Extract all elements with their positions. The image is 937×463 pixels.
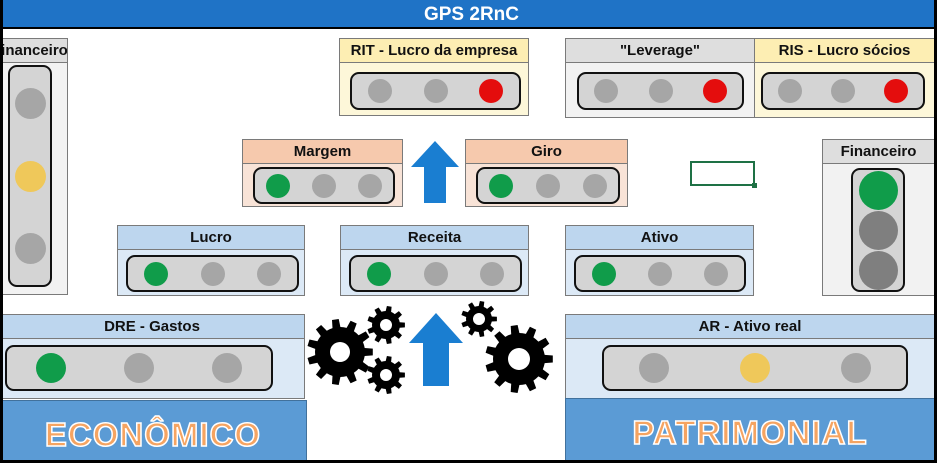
card-ativo: Ativo: [565, 225, 754, 296]
traffic-light: [8, 65, 52, 287]
status-light-green: [489, 174, 513, 198]
status-light-gray: [424, 262, 448, 286]
status-light-green: [266, 174, 290, 198]
gear-shape: [307, 319, 373, 385]
card-margem: Margem: [242, 139, 403, 207]
banner-economico: ECONÔMICO: [3, 400, 307, 460]
card-title: "Leverage": [566, 39, 754, 63]
status-light-amber: [740, 353, 770, 383]
card-ris: RIS - Lucro sócios: [754, 38, 934, 118]
traffic-light: [574, 255, 746, 292]
status-light-dark_gray: [859, 211, 898, 250]
gear-shape: [485, 325, 553, 393]
status-light-gray: [831, 79, 855, 103]
traffic-light: [5, 345, 273, 391]
status-light-gray: [424, 79, 448, 103]
status-light-green: [36, 353, 66, 383]
status-light-gray: [312, 174, 336, 198]
card-financeiro-left: Financeiro: [3, 38, 68, 295]
card-title: Margem: [243, 140, 402, 164]
status-light-gray: [639, 353, 669, 383]
traffic-light: [253, 167, 395, 204]
status-light-gray: [15, 88, 46, 119]
traffic-light: [851, 168, 905, 292]
status-light-gray: [649, 79, 673, 103]
status-light-green: [144, 262, 168, 286]
card-receita: Receita: [340, 225, 529, 296]
card-lucro: Lucro: [117, 225, 305, 296]
status-light-gray: [124, 353, 154, 383]
status-light-gray: [201, 262, 225, 286]
card-title: Lucro: [118, 226, 304, 250]
status-light-gray: [257, 262, 281, 286]
status-light-gray: [594, 79, 618, 103]
status-light-dark_gray: [859, 251, 898, 290]
status-light-green: [592, 262, 616, 286]
gear-shape: [461, 301, 497, 337]
gear-icon: [367, 356, 405, 394]
card-giro: Giro: [465, 139, 628, 207]
gear-icon: [367, 306, 405, 344]
status-light-red: [703, 79, 727, 103]
card-title: RIT - Lucro da empresa: [340, 39, 528, 63]
card-title: Giro: [466, 140, 627, 164]
page-title: GPS 2RnC: [3, 0, 934, 29]
status-light-gray: [648, 262, 672, 286]
status-light-gray: [368, 79, 392, 103]
card-title: Receita: [341, 226, 528, 250]
arrow-up-icon: [411, 141, 459, 203]
status-light-red: [884, 79, 908, 103]
status-light-gray: [15, 233, 46, 264]
banner-economico-label: ECONÔMICO: [44, 415, 262, 454]
card-rit: RIT - Lucro da empresa: [339, 38, 529, 116]
card-title: Financeiro: [3, 39, 67, 63]
traffic-light: [350, 72, 521, 110]
arrow-up-icon: [409, 313, 463, 386]
arrow-up-shape: [411, 141, 459, 203]
traffic-light: [602, 345, 908, 391]
card-dre-gastos: DRE - Gastos: [3, 314, 305, 399]
banner-patrimonial: PATRIMONIAL: [565, 398, 934, 460]
status-light-gray: [212, 353, 242, 383]
cell-selection-box: [690, 161, 757, 188]
traffic-light: [476, 167, 620, 204]
status-light-amber: [15, 161, 46, 192]
gear-shape: [367, 356, 405, 394]
traffic-light: [126, 255, 299, 292]
card-title: AR - Ativo real: [566, 315, 934, 339]
card-financeiro-right: Financeiro: [822, 139, 934, 296]
gear-shape: [367, 306, 405, 344]
gear-icon: [485, 325, 553, 393]
traffic-light: [577, 72, 744, 110]
status-light-gray: [536, 174, 560, 198]
gear-icon: [307, 319, 373, 385]
card-leverage: "Leverage": [565, 38, 755, 118]
card-title: Ativo: [566, 226, 753, 250]
status-light-gray: [358, 174, 382, 198]
traffic-light: [349, 255, 522, 292]
gears-icon: [307, 301, 553, 394]
status-light-gray: [583, 174, 607, 198]
banner-patrimonial-label: PATRIMONIAL: [632, 413, 868, 452]
status-light-gray: [480, 262, 504, 286]
status-light-gray: [778, 79, 802, 103]
status-light-gray: [704, 262, 728, 286]
card-ar-ativo-real: AR - Ativo real: [565, 314, 934, 399]
status-light-gray: [841, 353, 871, 383]
status-light-green: [367, 262, 391, 286]
gear-icon: [461, 301, 497, 337]
card-title: DRE - Gastos: [3, 315, 304, 339]
traffic-light: [761, 72, 925, 110]
arrow-up-shape: [409, 313, 463, 386]
card-title: Financeiro: [823, 140, 934, 164]
card-title: RIS - Lucro sócios: [755, 39, 934, 63]
status-light-green: [859, 171, 898, 210]
status-light-red: [479, 79, 503, 103]
